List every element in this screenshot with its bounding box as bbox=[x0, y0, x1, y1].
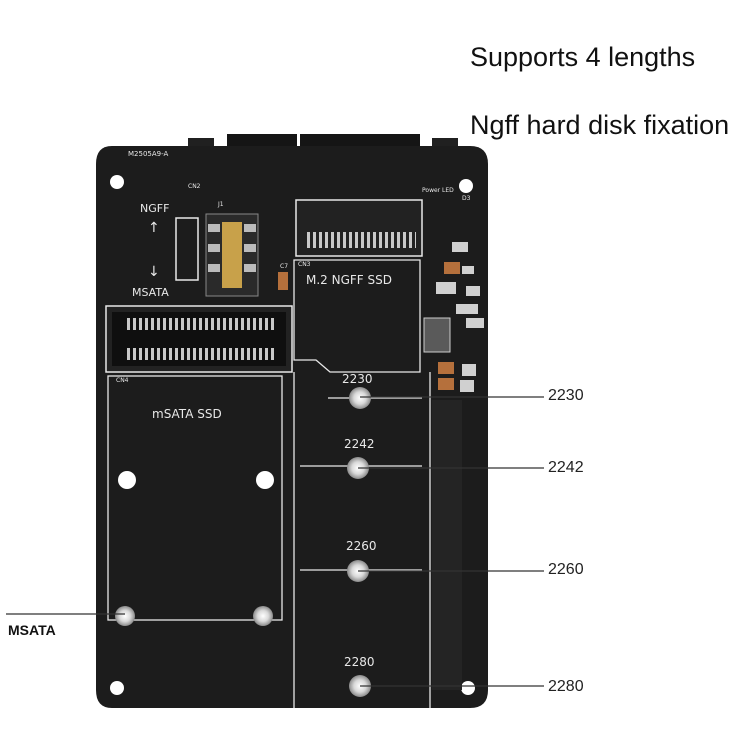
board-model-text: M2505A9-A bbox=[128, 150, 168, 158]
mode-switch bbox=[205, 213, 259, 297]
marker-label-2260: 2260 bbox=[346, 539, 377, 553]
pcb-board bbox=[96, 146, 488, 708]
smd-components bbox=[423, 242, 484, 392]
m2-ssd-outline-top bbox=[293, 259, 421, 373]
capacitor-c7 bbox=[278, 272, 288, 290]
marker-label-2230: 2230 bbox=[342, 372, 373, 386]
msata-connector bbox=[105, 305, 293, 373]
m2-ngff-connector bbox=[295, 199, 423, 257]
m2-ssd-outline-sides bbox=[293, 372, 431, 708]
callout-lines bbox=[6, 396, 544, 687]
callout-2242: 2242 bbox=[548, 459, 584, 476]
cn3-text: CN3 bbox=[298, 261, 311, 268]
headline-lengths: Supports 4 lengths bbox=[470, 42, 696, 72]
d3-text: D3 bbox=[462, 195, 471, 202]
pcb-side-strip bbox=[432, 400, 462, 690]
arrow-up-icon: ↑ bbox=[148, 220, 160, 236]
msata-switch-label: MSATA bbox=[132, 286, 169, 299]
callout-2260: 2260 bbox=[548, 561, 584, 578]
marker-label-2242: 2242 bbox=[344, 437, 375, 451]
mounting-hole-icon bbox=[110, 175, 475, 695]
callout-2230: 2230 bbox=[548, 387, 584, 404]
arrow-down-icon: ↓ bbox=[148, 264, 160, 280]
j1-text: J1 bbox=[217, 201, 224, 208]
screw-2230-icon bbox=[349, 387, 371, 409]
headline-fixation: Ngff hard disk fixation bbox=[470, 110, 730, 140]
msata-ssd-outline bbox=[107, 375, 283, 621]
callout-msata: MSATA bbox=[8, 622, 56, 638]
callout-2280: 2280 bbox=[548, 678, 584, 695]
msata-ssd-label: mSATA SSD bbox=[152, 407, 222, 421]
cn4-text: CN4 bbox=[116, 377, 129, 384]
cn2-text: CN2 bbox=[188, 183, 201, 190]
mounting-hole-icon bbox=[118, 471, 274, 489]
switch-outline bbox=[175, 217, 199, 281]
marker-label-2280: 2280 bbox=[344, 655, 375, 669]
c7-text: C7 bbox=[280, 263, 288, 270]
m2-ngff-label: M.2 NGFF SSD bbox=[306, 273, 392, 287]
msata-screw-icon bbox=[115, 606, 273, 626]
ngff-switch-label: NGFF bbox=[140, 202, 169, 215]
power-led-text: Power LED bbox=[422, 187, 454, 194]
